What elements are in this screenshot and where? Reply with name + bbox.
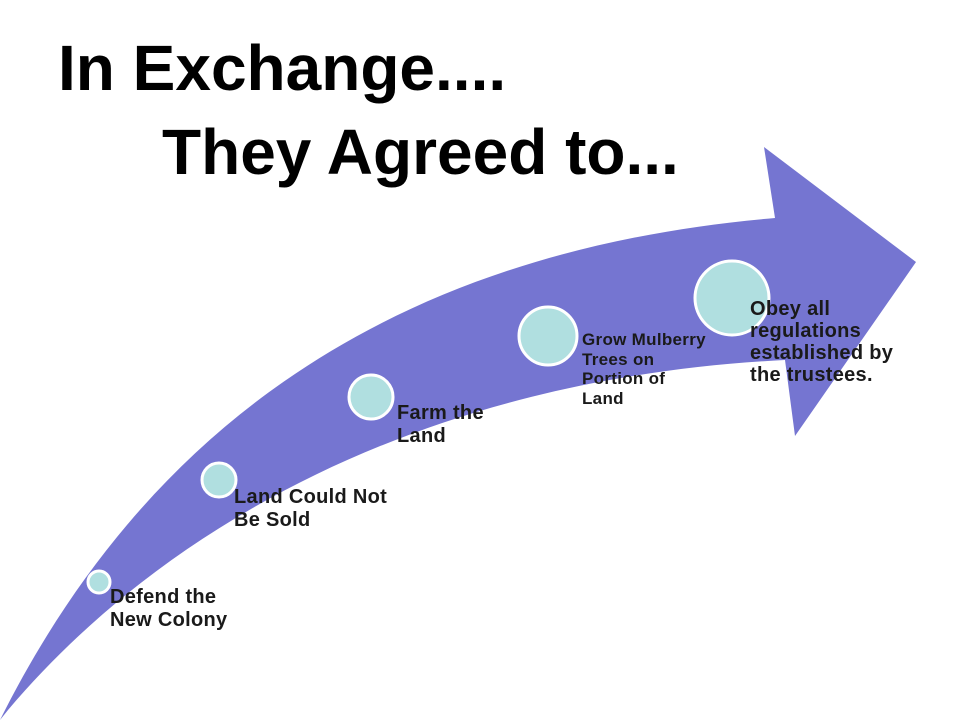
step-node-1	[86, 569, 112, 595]
step-label-2: Land Could Not Be Sold	[234, 486, 388, 531]
step-label-3: Farm the Land	[397, 402, 484, 447]
step-node-5	[693, 259, 771, 337]
step-label-1: Defend the New Colony	[110, 586, 228, 631]
title-line-1: In Exchange....	[58, 32, 507, 104]
step-node-4	[517, 305, 579, 367]
step-node-2	[200, 461, 238, 499]
curved-arrow-shape	[0, 147, 916, 720]
step-label-4: Grow Mulberry Trees on Portion of Land	[582, 330, 706, 408]
step-node-3	[347, 373, 395, 421]
step-label-5: Obey all regulations established by the …	[750, 298, 894, 386]
title-line-2: They Agreed to...	[162, 116, 679, 188]
